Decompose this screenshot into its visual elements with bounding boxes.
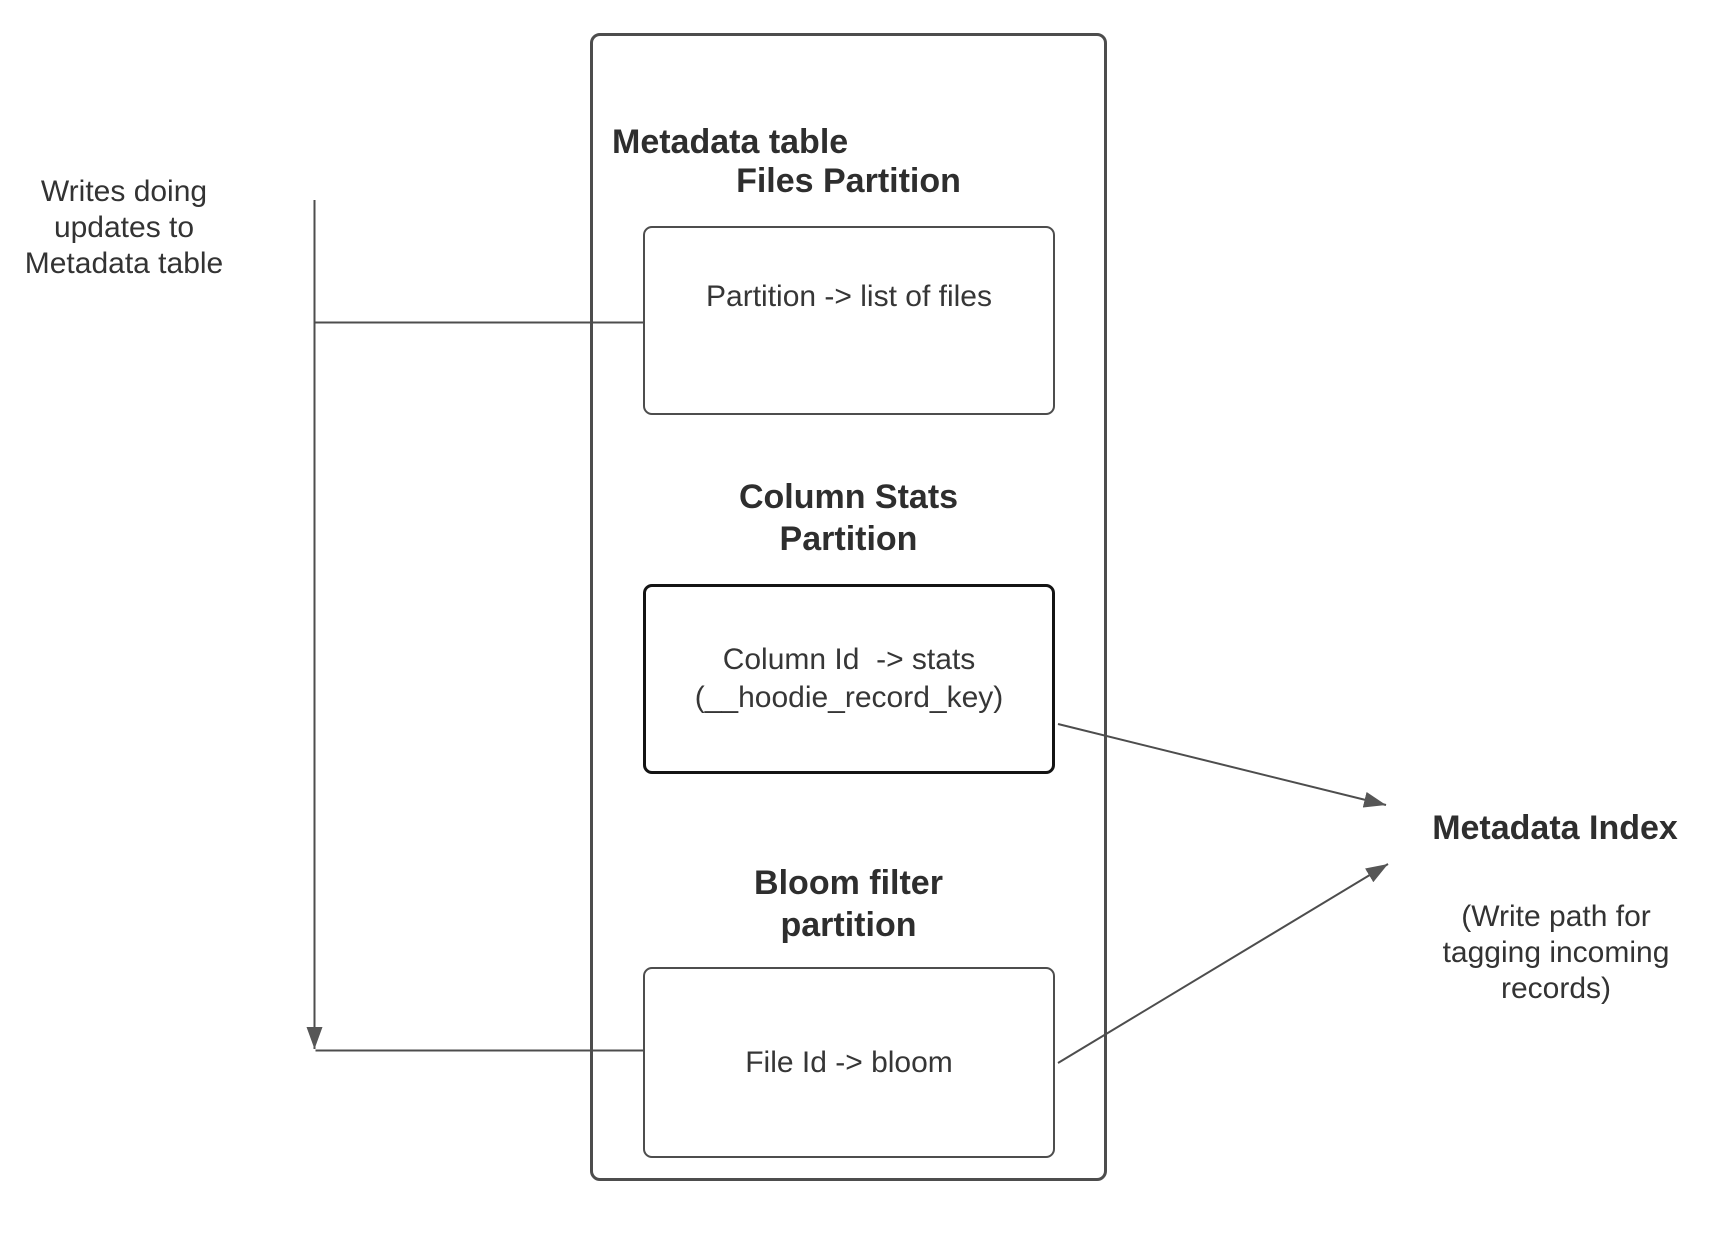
files-partition-node: Partition -> list of files [643, 226, 1055, 415]
column-stats-partition-label: Column Id -> stats (__hoodie_record_key) [694, 643, 1004, 714]
writes-note: Writes doing updates to Metadata table [24, 175, 224, 280]
bloom-to-index-arrow [1057, 863, 1389, 1064]
files-partition-label: Partition -> list of files [706, 279, 992, 313]
bloom-filter-partition-label: File Id -> bloom [745, 1045, 953, 1079]
metadata-table-group: Metadata table Files Partition Partition… [590, 33, 1107, 1181]
files-partition-heading: Files Partition [736, 162, 961, 200]
bloom-filter-partition-heading: Bloom filter partition [754, 864, 943, 944]
bloom-filter-partition-node: File Id -> bloom [643, 967, 1055, 1158]
column-stats-to-index-arrow [1057, 723, 1387, 808]
metadata-table-title: Metadata table [612, 123, 849, 161]
column-stats-partition-heading: Column Stats Partition [738, 478, 959, 558]
column-stats-partition-node: Column Id -> stats (__hoodie_record_key) [643, 584, 1055, 774]
metadata-index-title: Metadata Index [1432, 809, 1678, 847]
metadata-index-subtitle: (Write path for tagging incoming records… [1442, 900, 1670, 1005]
